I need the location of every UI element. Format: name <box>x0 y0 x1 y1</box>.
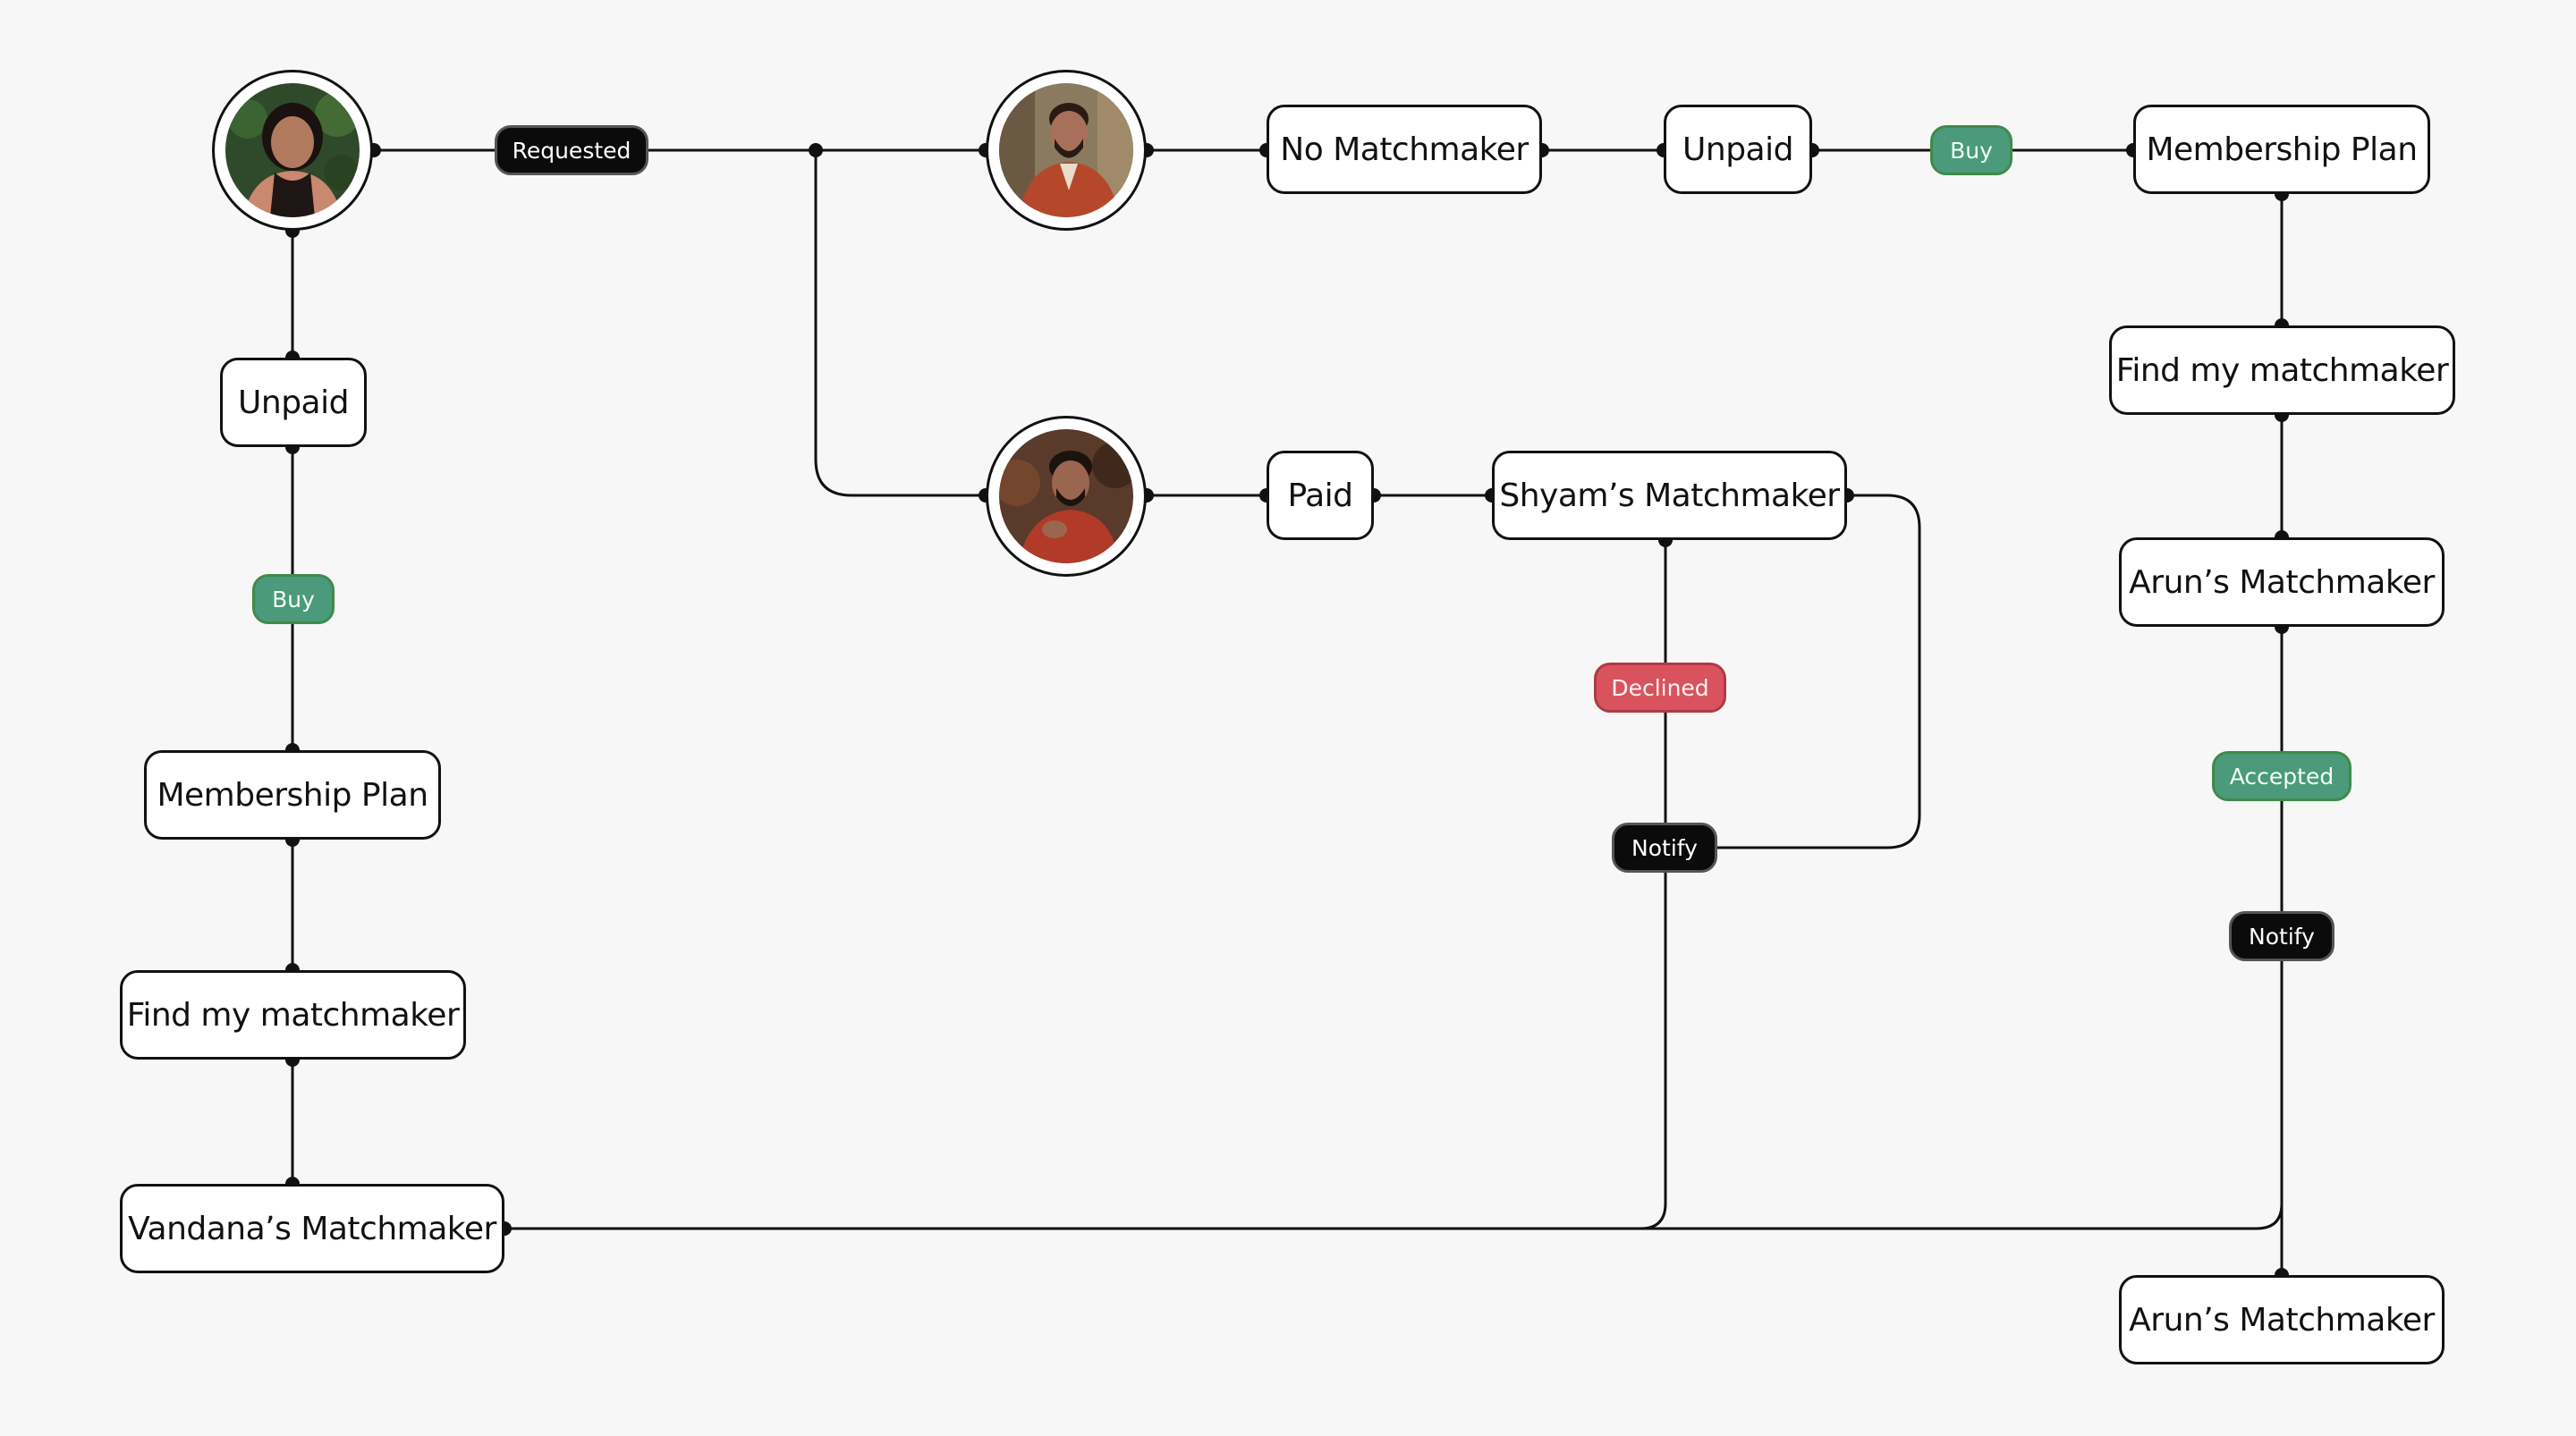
man-avatar-top[interactable] <box>986 70 1147 231</box>
declined-tag[interactable]: Declined <box>1594 663 1726 713</box>
line-shyam-loop-to-notify <box>1717 494 1921 849</box>
arun-matchmaker-top-node[interactable]: Arun’s Matchmaker <box>2119 537 2445 627</box>
line-branch-to-bottom-avatar <box>814 150 986 497</box>
no-matchmaker-node[interactable]: No Matchmaker <box>1267 105 1542 194</box>
woman-avatar-image <box>225 83 360 217</box>
buy-tag-top[interactable]: Buy <box>1930 125 2012 175</box>
accepted-tag[interactable]: Accepted <box>2212 751 2351 801</box>
left-membership-plan-node[interactable]: Membership Plan <box>144 750 441 840</box>
line-notify-down-to-vandana <box>504 873 1667 1230</box>
buy-tag-left[interactable]: Buy <box>252 574 335 624</box>
arun-matchmaker-bottom-node[interactable]: Arun’s Matchmaker <box>2119 1275 2445 1364</box>
line-arun-notify-to-vandana <box>1640 961 2284 1230</box>
left-unpaid-node[interactable]: Unpaid <box>220 358 367 447</box>
man-avatar-bottom[interactable] <box>986 416 1147 577</box>
requested-tag[interactable]: Requested <box>495 125 648 175</box>
notify-tag-right[interactable]: Notify <box>2229 911 2334 961</box>
notify-tag-middle[interactable]: Notify <box>1612 823 1717 873</box>
right-membership-plan-node[interactable]: Membership Plan <box>2133 105 2430 194</box>
connector-dot <box>809 143 823 157</box>
right-find-matchmaker-node[interactable]: Find my matchmaker <box>2109 325 2455 415</box>
paid-node[interactable]: Paid <box>1267 451 1374 540</box>
shyam-matchmaker-node[interactable]: Shyam’s Matchmaker <box>1492 451 1847 540</box>
left-find-matchmaker-node[interactable]: Find my matchmaker <box>120 970 466 1060</box>
man-avatar-top-image <box>999 83 1133 217</box>
woman-avatar[interactable] <box>212 70 373 231</box>
man-avatar-bottom-image <box>999 429 1133 563</box>
vandana-matchmaker-node[interactable]: Vandana’s Matchmaker <box>120 1184 504 1273</box>
top-unpaid-node[interactable]: Unpaid <box>1664 105 1812 194</box>
